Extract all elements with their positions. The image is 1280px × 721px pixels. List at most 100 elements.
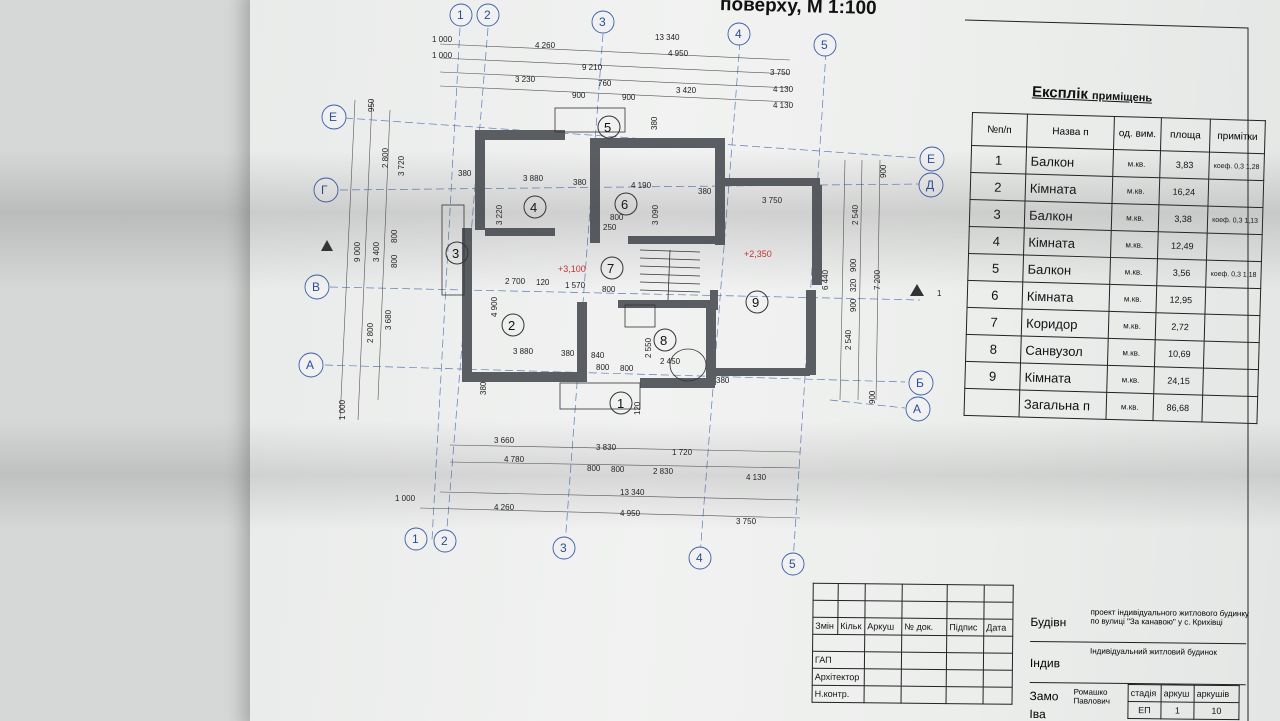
dim-line-bottom-2 [449,461,801,469]
dim-left: 3 400 [372,241,381,262]
stage-value: ЕП [1127,701,1162,719]
wall [462,228,472,278]
dim-top: 13 340 [655,33,680,42]
balcony-3 [441,204,465,296]
cell-unit: м.кв. [1108,284,1157,313]
dim-right: 320 [849,278,858,292]
dim-top: 900 [622,93,636,102]
north-arrow-left-icon [321,240,333,251]
cell-num [964,388,1020,417]
axis-line-3 [564,33,604,546]
object-line-start: Індив [1029,655,1061,671]
cell-unit: м.кв. [1110,230,1159,259]
room-marker-3 [445,241,469,265]
cell-note [1207,179,1264,208]
dim-inner: 3 220 [495,204,504,225]
axis-bottom-3: 3 [560,541,567,555]
axis-top-3: 3 [599,15,606,29]
table-row: ГАП [812,651,1013,671]
wall [715,368,810,376]
dim-inner: 4 190 [631,181,652,190]
dim-inner: 800 [596,363,610,372]
dim-top: 4 950 [668,49,689,58]
dim-line-right-2 [857,159,863,401]
dim-line-left-2 [357,99,373,421]
dim-inner: 380 [573,178,587,187]
north-arrow-right-icon [910,284,924,296]
axis-left-A: А [306,358,314,372]
cell-area: 86,68 [1152,393,1203,423]
axis-line-G [339,183,921,191]
dim-bottom: 1 720 [672,448,693,457]
room-label-4: 4 [530,200,537,215]
north-label: 1 [937,289,942,298]
cell-num: 7 [966,307,1023,336]
cell-num: 1 [970,145,1027,175]
room-label-5: 5 [604,120,611,135]
axis-right-D: Д [926,178,934,192]
customer-name: Ромашко Павлович [1073,687,1110,706]
dim-bottom: 2 830 [653,467,674,476]
dim-left: 3 680 [384,309,393,330]
dim-right: 7 200 [873,269,882,290]
room-label-1: 1 [617,396,624,411]
room-label-7: 7 [607,261,614,276]
axis-left-E: Е [329,110,337,124]
room-label-3: 3 [452,246,459,261]
cell-num: 4 [968,226,1025,255]
cell-name: Коридор [1021,308,1109,339]
dim-left: 1 000 [338,399,347,420]
wall [812,185,822,285]
dim-inner: 380 [561,349,575,358]
explication-title-tail: приміщень [1091,90,1153,105]
dim-top: 900 [572,91,586,100]
wall [715,140,725,245]
dim-left: 3 720 [397,155,406,176]
axis-right-E: Е [927,152,935,166]
cell-note [1204,287,1261,316]
level-mark-2: +2,350 [744,249,772,259]
dim-inner: 1 570 [565,281,586,290]
dim-inner: 2 700 [505,277,526,286]
room-marker-5 [597,115,621,139]
cell-num: 9 [964,361,1021,390]
dim-line-bottom-4 [419,507,801,519]
cell-note [1206,233,1263,262]
cell-name: Кімната [1023,228,1112,258]
dim-top: 3 750 [770,68,791,77]
dim-left: 800 [390,229,399,243]
cell-unit: м.кв. [1112,149,1161,178]
dim-right: 2 540 [851,204,860,225]
stamp-role: Н.контр. [812,685,865,703]
dim-inner: 3 750 [762,196,783,205]
dim-bottom: 4 260 [494,503,515,512]
wall [462,372,587,382]
cell-unit: м.кв. [1107,338,1156,367]
cell-name: Загальна п [1019,389,1107,420]
dim-line-left-1 [339,99,356,421]
stage-header: аркуш [1161,684,1195,703]
cell-name: Кімната [1022,281,1110,312]
cell-num: 8 [965,334,1022,363]
dim-bottom: 3 830 [596,443,617,452]
stage-value: 10 [1193,702,1240,720]
dim-top: 1 000 [432,35,453,44]
dim-inner: 2 450 [660,357,681,366]
wall [590,138,600,243]
wall [640,378,715,388]
cell-area: 3,56 [1156,258,1207,288]
wall [806,290,816,375]
cell-name: Балкон [1025,147,1114,177]
dim-bottom: 1 000 [395,494,416,503]
balcony-5 [554,107,626,133]
dim-bottom: 800 [611,465,625,474]
axis-line-A2 [829,399,906,409]
header-unit: од. вим. [1113,116,1162,151]
cell-area: 3,83 [1159,150,1210,180]
room-marker-6 [614,192,638,216]
dim-left: 2 800 [381,147,390,168]
explication-title-text: Експлік [1031,83,1089,103]
dim-inner: 2 550 [644,337,653,358]
